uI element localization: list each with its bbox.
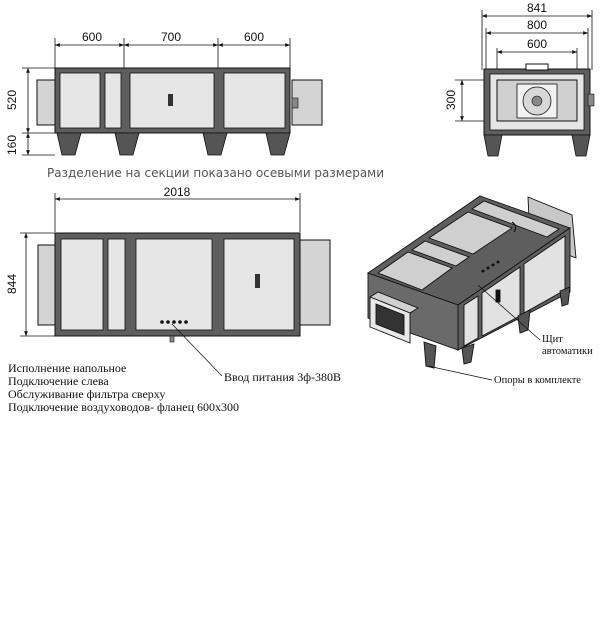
front-panel-3 <box>223 72 286 129</box>
plan-outlet-duct <box>299 239 331 326</box>
end-leg-right <box>571 134 591 157</box>
notes-block: Исполнение напольное Подключение слева О… <box>8 361 239 414</box>
end-dim-inner: 600 <box>527 37 547 51</box>
iso-top-panel-1 <box>377 251 453 291</box>
iso-front-panel-1 <box>463 295 479 347</box>
plan-dimension-lines <box>20 193 301 337</box>
end-dim-duct: 300 <box>444 90 458 110</box>
note-line-4: Подключение воздуховодов- фланец 600х300 <box>8 400 239 414</box>
end-dimension-lines <box>455 10 593 122</box>
plan-dim-length: 2018 <box>164 185 191 199</box>
plan-terminal-block <box>160 320 188 324</box>
front-side-box <box>291 97 299 109</box>
front-inlet-duct <box>36 79 56 126</box>
iso-leg-2 <box>461 343 475 365</box>
plan-panel-1a <box>60 238 104 331</box>
front-panel-1b <box>104 72 122 129</box>
note-line-2: Подключение слева <box>8 374 109 388</box>
iso-panel-indicator <box>495 289 501 303</box>
iso-leg-1 <box>423 341 437 369</box>
front-indicator <box>168 94 173 106</box>
panel-callout-line1: Щит <box>542 334 563 345</box>
end-side-box <box>587 93 595 107</box>
end-leg-left <box>483 134 503 157</box>
section-note: Разделение на секции показано осевыми ра… <box>47 166 384 180</box>
note-line-3: Обслуживание фильтра сверху <box>8 387 165 401</box>
plan-indicator <box>255 274 260 288</box>
callout-leaders <box>171 284 541 381</box>
supports-callout: Опоры в комплекте <box>494 375 581 386</box>
panel-callout-line2: автоматики <box>542 346 593 357</box>
end-dim-middle: 800 <box>527 18 547 32</box>
end-view: 841 800 600 300 <box>444 1 595 157</box>
end-handle <box>525 63 549 71</box>
front-panel-1a <box>59 72 101 129</box>
power-callout: Ввод питания 3ф-380В <box>224 370 341 384</box>
iso-top-panel-4 <box>471 200 560 238</box>
front-dimension-lines <box>22 38 291 156</box>
front-leg-3 <box>202 132 228 156</box>
front-view: 600 700 600 520 160 <box>5 30 323 156</box>
end-dim-outer: 841 <box>527 1 547 15</box>
plan-panel-1b <box>107 238 126 331</box>
plan-inlet-duct <box>37 244 56 326</box>
plan-dim-width: 844 <box>5 274 19 294</box>
iso-terminal-block <box>481 260 500 273</box>
front-dim-leg: 160 <box>5 135 19 155</box>
front-dim-section-1: 600 <box>82 30 102 44</box>
isometric-view <box>367 195 577 369</box>
iso-top-panel-3 <box>428 211 513 255</box>
iso-top-panel-2 <box>411 240 470 267</box>
plan-panel-2 <box>135 238 213 331</box>
front-leg-2 <box>114 132 140 156</box>
plan-view: 2018 844 <box>5 185 331 343</box>
iso-leg-4 <box>559 286 571 307</box>
iso-handle <box>511 221 517 233</box>
front-dim-height: 520 <box>5 90 19 110</box>
plan-cable-gland <box>169 335 175 343</box>
front-leg-1 <box>56 132 82 156</box>
note-line-1: Исполнение напольное <box>8 361 126 375</box>
front-dim-section-3: 600 <box>244 30 264 44</box>
front-leg-4 <box>265 132 291 156</box>
front-dim-section-2: 700 <box>161 30 181 44</box>
iso-inlet-opening <box>375 303 405 336</box>
end-fan-hub <box>531 95 543 107</box>
front-panel-2 <box>129 72 215 129</box>
iso-leg-3 <box>517 309 531 334</box>
